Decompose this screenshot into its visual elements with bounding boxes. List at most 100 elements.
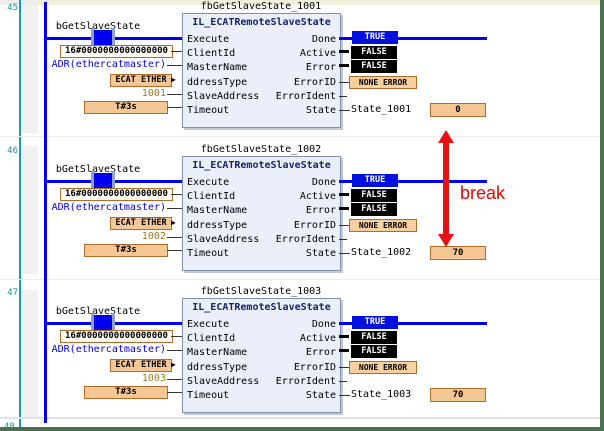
state-monitor-value[interactable]: 70 bbox=[430, 388, 486, 402]
fb-instance-name[interactable]: fbGetSlaveState_1003 bbox=[200, 286, 322, 297]
connector-timeout bbox=[167, 392, 182, 393]
fb-type-name: IL_ECATRemoteSlaveState bbox=[192, 160, 331, 171]
error-monitor-value[interactable]: FALSE bbox=[351, 345, 397, 358]
contact-left-bar[interactable] bbox=[91, 171, 94, 191]
pin-active: Active bbox=[299, 191, 336, 202]
contact-right-bar[interactable] bbox=[112, 171, 115, 191]
function-block-box[interactable]: IL_ECATRemoteSlaveState Execute ClientId… bbox=[182, 298, 341, 413]
function-block-box[interactable]: IL_ECATRemoteSlaveState Execute ClientId… bbox=[182, 156, 341, 271]
errorid-monitor-value[interactable]: NONE ERROR bbox=[349, 361, 417, 374]
network-line-number: 46 bbox=[7, 146, 18, 156]
connector-state bbox=[339, 395, 350, 396]
addresstype-enum-box[interactable]: ECAT ETHER bbox=[110, 74, 172, 87]
slaveaddress-literal[interactable]: 1003 bbox=[141, 373, 166, 384]
pin-error: Error bbox=[305, 205, 336, 216]
contact-right-bar[interactable] bbox=[112, 28, 115, 48]
connector-slaveaddress bbox=[167, 237, 182, 238]
pin-mastername: MasterName bbox=[187, 205, 248, 216]
addresstype-enum-box[interactable]: ECAT ETHER bbox=[110, 217, 172, 230]
pin-state: State bbox=[305, 390, 336, 401]
pin-active: Active bbox=[299, 333, 336, 344]
contact-variable-label[interactable]: bGetSlaveState bbox=[55, 21, 141, 32]
gutter-column-1 bbox=[22, 5, 38, 133]
contact-left-bar[interactable] bbox=[91, 28, 94, 48]
mastername-operand[interactable]: ADR(ethercatmaster) bbox=[51, 59, 166, 70]
pin-done: Done bbox=[311, 177, 336, 188]
pin-errorident: ErrorIdent bbox=[275, 234, 336, 245]
done-monitor-value[interactable]: TRUE bbox=[352, 174, 398, 187]
break-arrow-down-head bbox=[438, 234, 454, 247]
stub-error bbox=[339, 64, 349, 67]
pin-execute: Execute bbox=[187, 34, 230, 45]
contact-true-state-fill[interactable] bbox=[94, 30, 112, 46]
timeout-value-box[interactable]: T#3s bbox=[84, 386, 168, 399]
wire-rail-to-contact bbox=[46, 322, 92, 325]
stub-error bbox=[339, 349, 349, 352]
fb-instance-name[interactable]: fbGetSlaveState_1001 bbox=[200, 1, 322, 12]
timeout-value-box[interactable]: T#3s bbox=[84, 101, 168, 114]
fb-instance-name[interactable]: fbGetSlaveState_1002 bbox=[200, 144, 322, 155]
connector-mastername bbox=[167, 65, 182, 66]
connector-errorident bbox=[339, 381, 347, 382]
error-monitor-value[interactable]: FALSE bbox=[351, 60, 397, 73]
wire-done-left bbox=[339, 322, 352, 325]
mastername-operand[interactable]: ADR(ethercatmaster) bbox=[51, 344, 166, 355]
function-block-box[interactable]: IL_ECATRemoteSlaveState Execute ClientId… bbox=[182, 13, 341, 128]
gutter-teal-line bbox=[19, 0, 21, 427]
active-monitor-value[interactable]: FALSE bbox=[351, 189, 397, 202]
contact-right-bar[interactable] bbox=[112, 313, 115, 333]
errorid-monitor-value[interactable]: NONE ERROR bbox=[349, 219, 417, 232]
enum-dropdown-arrow-icon[interactable]: ▶ bbox=[171, 360, 176, 369]
state-output-variable[interactable]: State_1001 bbox=[351, 104, 412, 115]
pin-clientid: ClientId bbox=[187, 333, 236, 344]
pin-clientid: ClientId bbox=[187, 191, 236, 202]
connector-mastername bbox=[167, 350, 182, 351]
contact-left-bar[interactable] bbox=[91, 313, 94, 333]
pin-addresstype: ddressType bbox=[187, 362, 248, 373]
gutter-column-2 bbox=[22, 146, 38, 274]
wire-done-right bbox=[398, 37, 487, 40]
pin-mastername: MasterName bbox=[187, 62, 248, 73]
active-monitor-value[interactable]: FALSE bbox=[351, 331, 397, 344]
state-output-variable[interactable]: State_1003 bbox=[351, 389, 412, 400]
enum-dropdown-arrow-icon[interactable]: ▶ bbox=[171, 218, 176, 227]
state-monitor-value[interactable]: 0 bbox=[430, 103, 486, 117]
connector-clientid bbox=[171, 51, 182, 52]
contact-true-state-fill[interactable] bbox=[94, 173, 112, 189]
mastername-operand[interactable]: ADR(ethercatmaster) bbox=[51, 202, 166, 213]
clientid-value-box[interactable]: 16#0000000000000000 bbox=[60, 330, 173, 343]
clientid-value-box[interactable]: 16#0000000000000000 bbox=[60, 45, 173, 58]
pin-mastername: MasterName bbox=[187, 347, 248, 358]
pin-errorident: ErrorIdent bbox=[275, 91, 336, 102]
pin-execute: Execute bbox=[187, 319, 230, 330]
network-line-number: 47 bbox=[7, 288, 18, 298]
contact-true-state-fill[interactable] bbox=[94, 315, 112, 331]
gutter-column-3 bbox=[22, 290, 38, 417]
timeout-value-box[interactable]: T#3s bbox=[84, 244, 168, 257]
slaveaddress-literal[interactable]: 1001 bbox=[141, 88, 166, 99]
break-annotation-label: break bbox=[460, 183, 506, 203]
errorid-monitor-value[interactable]: NONE ERROR bbox=[349, 76, 417, 89]
pin-state: State bbox=[305, 105, 336, 116]
pin-timeout: Timeout bbox=[187, 390, 230, 401]
done-monitor-value[interactable]: TRUE bbox=[352, 31, 398, 44]
addresstype-enum-box[interactable]: ECAT ETHER bbox=[110, 359, 172, 372]
connector-clientid bbox=[171, 336, 182, 337]
error-monitor-value[interactable]: FALSE bbox=[351, 203, 397, 216]
stub-active bbox=[339, 50, 349, 53]
pin-active: Active bbox=[299, 48, 336, 59]
break-arrow-up-head bbox=[438, 130, 454, 143]
contact-variable-label[interactable]: bGetSlaveState bbox=[55, 306, 141, 317]
done-monitor-value[interactable]: TRUE bbox=[352, 316, 398, 329]
wire-done-left bbox=[339, 180, 352, 183]
state-monitor-value[interactable]: 70 bbox=[430, 246, 486, 260]
clipped-next-line-number: 48 bbox=[4, 422, 15, 431]
state-output-variable[interactable]: State_1002 bbox=[351, 247, 412, 258]
pin-addresstype: ddressType bbox=[187, 220, 248, 231]
contact-variable-label[interactable]: bGetSlaveState bbox=[55, 164, 141, 175]
pin-clientid: ClientId bbox=[187, 48, 236, 59]
enum-dropdown-arrow-icon[interactable]: ▶ bbox=[171, 75, 176, 84]
slaveaddress-literal[interactable]: 1002 bbox=[141, 231, 166, 242]
active-monitor-value[interactable]: FALSE bbox=[351, 46, 397, 59]
clientid-value-box[interactable]: 16#0000000000000000 bbox=[60, 188, 173, 201]
